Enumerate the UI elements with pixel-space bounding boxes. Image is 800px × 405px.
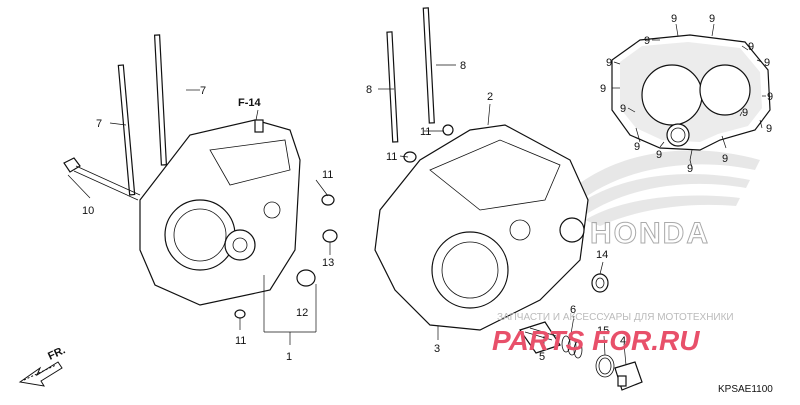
- dowel-pins-right: [403, 124, 454, 163]
- figure-ref-f14: F-14: [238, 97, 262, 109]
- callout-12: 12: [296, 307, 308, 319]
- callout-15: 15: [597, 325, 609, 337]
- stud-bolts: [117, 7, 435, 196]
- callout-9-g: 9: [600, 83, 606, 95]
- watermark-tagline: ЗАПЧАСТИ И АКСЕССУАРЫ ДЛЯ МОТОТЕХНИКИ: [497, 312, 734, 323]
- callout-4: 4: [620, 335, 626, 347]
- callout-8-left: 8: [366, 84, 372, 96]
- callout-9-j: 9: [742, 107, 748, 119]
- leader-lines: [67, 64, 627, 366]
- o-ring-15: [595, 354, 615, 378]
- honda-logo-text: HONDA: [590, 217, 710, 250]
- callout-7-left: 7: [96, 118, 102, 130]
- callout-9-h: 9: [767, 91, 773, 103]
- callout-11-b: 11: [235, 335, 246, 347]
- left-crankcase: [139, 119, 301, 306]
- honda-wing-watermark: [560, 150, 760, 226]
- callout-9-d: 9: [748, 41, 754, 53]
- drain-bolt-4: [614, 361, 643, 391]
- callout-9-f: 9: [764, 57, 770, 69]
- callout-9-e: 9: [606, 57, 612, 69]
- callout-14: 14: [596, 249, 608, 261]
- callout-9-b: 9: [709, 13, 715, 25]
- callout-9-c: 9: [644, 35, 650, 47]
- spring-6: [561, 335, 583, 359]
- oil-seal-part: [254, 119, 264, 133]
- callout-5: 5: [539, 351, 545, 363]
- gasket-leader-lines: [612, 23, 766, 169]
- callout-9-o: 9: [687, 163, 693, 175]
- callout-11-d: 11: [386, 151, 397, 163]
- right-crankcase: [374, 124, 589, 331]
- front-direction-arrow: [18, 361, 63, 387]
- seal-14: [591, 273, 609, 293]
- callout-1: 1: [286, 351, 292, 363]
- watermark-site: PARTS FOR.RU: [492, 325, 700, 356]
- dowel-pins-left: [234, 194, 338, 319]
- crankcase-bolt: [63, 157, 141, 201]
- callout-11-c: 11: [420, 126, 431, 138]
- callout-13: 13: [322, 257, 334, 269]
- callout-9-m: 9: [656, 149, 662, 161]
- callout-3: 3: [434, 343, 440, 355]
- crankcase-gasket: [611, 34, 771, 151]
- callout-7-right: 7: [200, 85, 206, 97]
- direction-label: FR.: [46, 344, 67, 362]
- callout-9-k: 9: [766, 123, 772, 135]
- diagram-code: KPSAE1100: [718, 384, 773, 395]
- callout-2: 2: [487, 91, 493, 103]
- callout-11-a: 11: [322, 169, 333, 181]
- callout-6: 6: [570, 304, 576, 316]
- callout-9-a: 9: [671, 13, 677, 25]
- callout-10: 10: [82, 205, 94, 217]
- callout-9-i: 9: [620, 103, 626, 115]
- callout-9-l: 9: [634, 141, 640, 153]
- strainer-screen: [519, 321, 561, 354]
- callout-8-right: 8: [460, 60, 466, 72]
- callout-9-n: 9: [722, 153, 728, 165]
